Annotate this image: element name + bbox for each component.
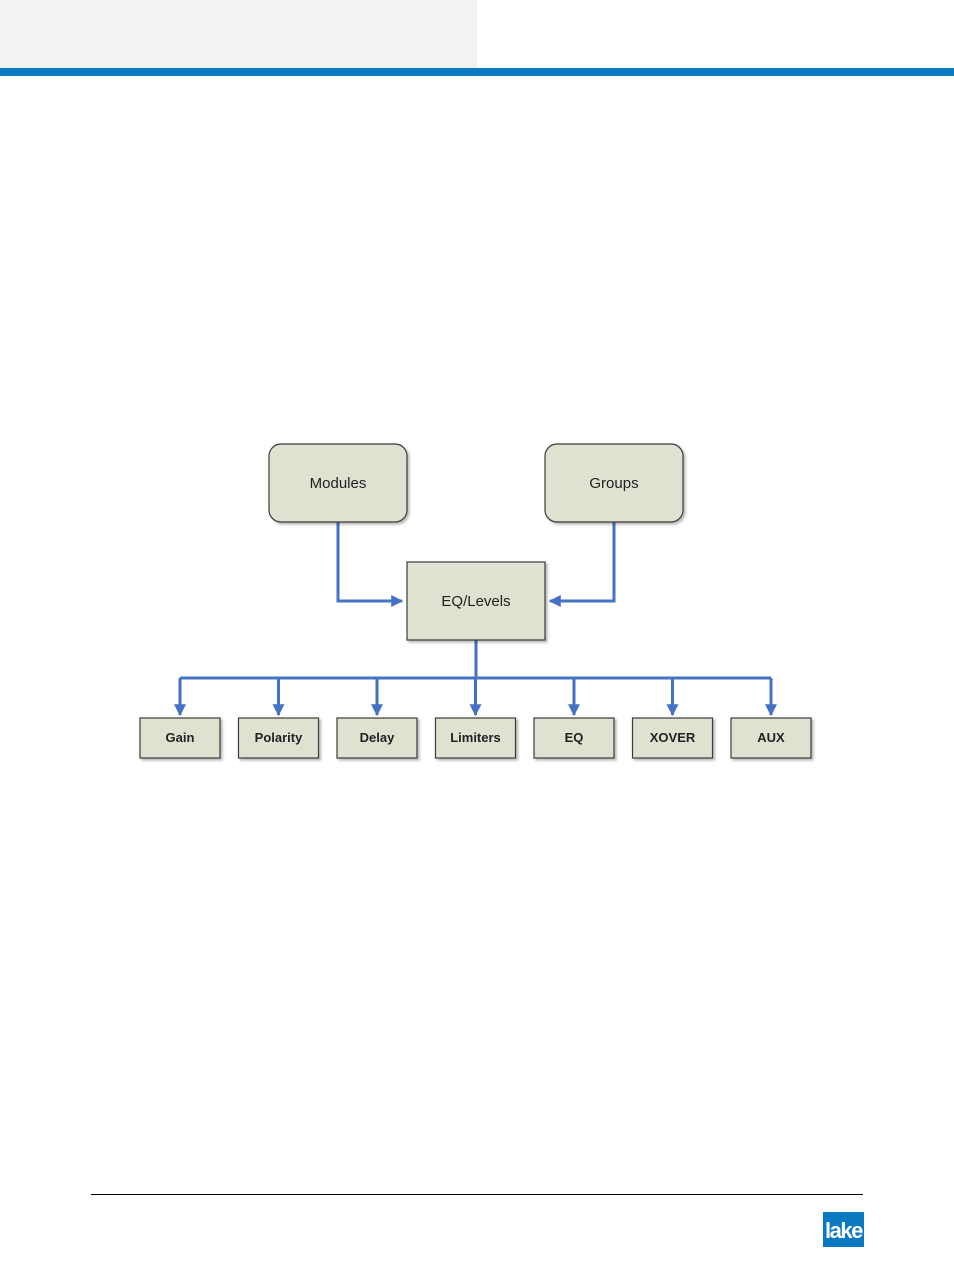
node-label: XOVER — [650, 730, 696, 745]
source-node-modules: Modules — [269, 444, 407, 522]
target-node-polarity: Polarity — [239, 718, 319, 758]
footer-rule — [91, 1194, 863, 1195]
target-node-eq: EQ — [534, 718, 614, 758]
connector-modules-to-hub — [338, 522, 402, 601]
connector-groups-to-hub — [550, 522, 614, 601]
node-label: AUX — [757, 730, 785, 745]
hub-node-eq-levels: EQ/Levels — [407, 562, 545, 640]
node-label: Modules — [310, 475, 367, 492]
target-node-limiters: Limiters — [436, 718, 516, 758]
node-label: EQ — [565, 730, 584, 745]
node-label: Polarity — [255, 730, 303, 745]
node-label: Limiters — [450, 730, 501, 745]
node-label: Delay — [360, 730, 395, 745]
node-label: Gain — [166, 730, 195, 745]
target-node-delay: Delay — [337, 718, 417, 758]
target-nodes: Gain Polarity Delay Limiters EQ XOVER AUX — [140, 718, 811, 758]
lake-logo: lake ™ — [823, 1212, 864, 1247]
node-label: Groups — [589, 475, 638, 492]
target-node-gain: Gain — [140, 718, 220, 758]
logo-wordmark: lake — [825, 1220, 862, 1242]
node-label: EQ/Levels — [441, 593, 510, 610]
target-node-aux: AUX — [731, 718, 811, 758]
target-node-xover: XOVER — [633, 718, 713, 758]
logo-trademark: ™ — [858, 1232, 863, 1237]
source-node-groups: Groups — [545, 444, 683, 522]
